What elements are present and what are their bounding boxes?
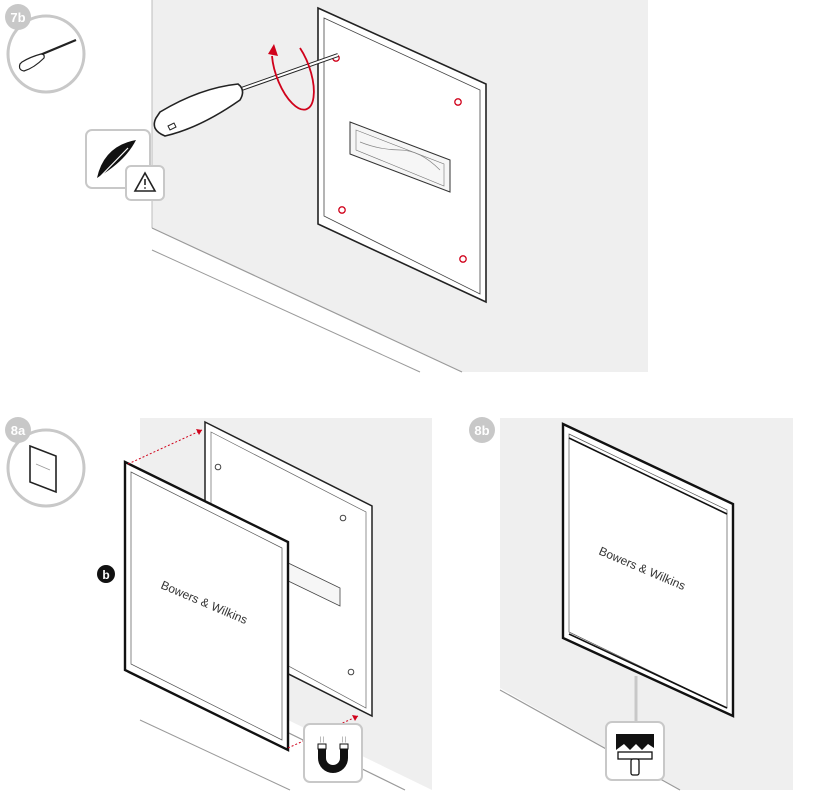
step-7b-badge: 7b bbox=[5, 4, 86, 94]
step-8a-badge: 8a bbox=[5, 417, 86, 508]
paint-brush-icon bbox=[616, 734, 654, 776]
paint-callout bbox=[605, 721, 665, 781]
step-8a-panel: Bowers & Wilkins b | | | | 8a bbox=[5, 417, 432, 791]
step-8b-panel: Bowers & Wilkins 8b bbox=[469, 417, 793, 791]
alignment-guide-bottom bbox=[287, 715, 359, 749]
step-7b-label: 7b bbox=[10, 10, 25, 25]
magnet-icon: | | | | bbox=[317, 737, 349, 773]
feather-callout bbox=[85, 129, 165, 201]
grille-card-icon bbox=[29, 444, 57, 494]
screw-bottom-left bbox=[338, 206, 346, 214]
step-8b-label: 8b bbox=[474, 423, 489, 438]
screwdriver-in-use-icon bbox=[153, 53, 339, 137]
alignment-guide-top bbox=[127, 429, 203, 465]
rotation-arrow-icon bbox=[268, 44, 315, 111]
in-wall-frame bbox=[317, 6, 487, 304]
feather-icon bbox=[94, 140, 136, 183]
step-8b-badge: 8b bbox=[469, 417, 495, 443]
warning-icon bbox=[133, 171, 157, 192]
installed-grille: Bowers & Wilkins bbox=[561, 422, 735, 718]
magnet-callout: | | | | bbox=[303, 723, 363, 783]
svg-text:| |: | | bbox=[320, 737, 325, 743]
magnetic-grille: Bowers & Wilkins bbox=[123, 460, 290, 752]
step-7b-panel: 7b bbox=[5, 0, 648, 373]
screw-top-right bbox=[454, 98, 462, 106]
svg-text:| |: | | bbox=[342, 737, 347, 743]
step-8a-label: 8a bbox=[11, 423, 26, 438]
part-marker-b-label: b bbox=[102, 568, 109, 582]
part-marker-b: b bbox=[97, 565, 115, 583]
screwdriver-icon bbox=[18, 38, 77, 72]
screw-bottom-right bbox=[459, 255, 467, 263]
